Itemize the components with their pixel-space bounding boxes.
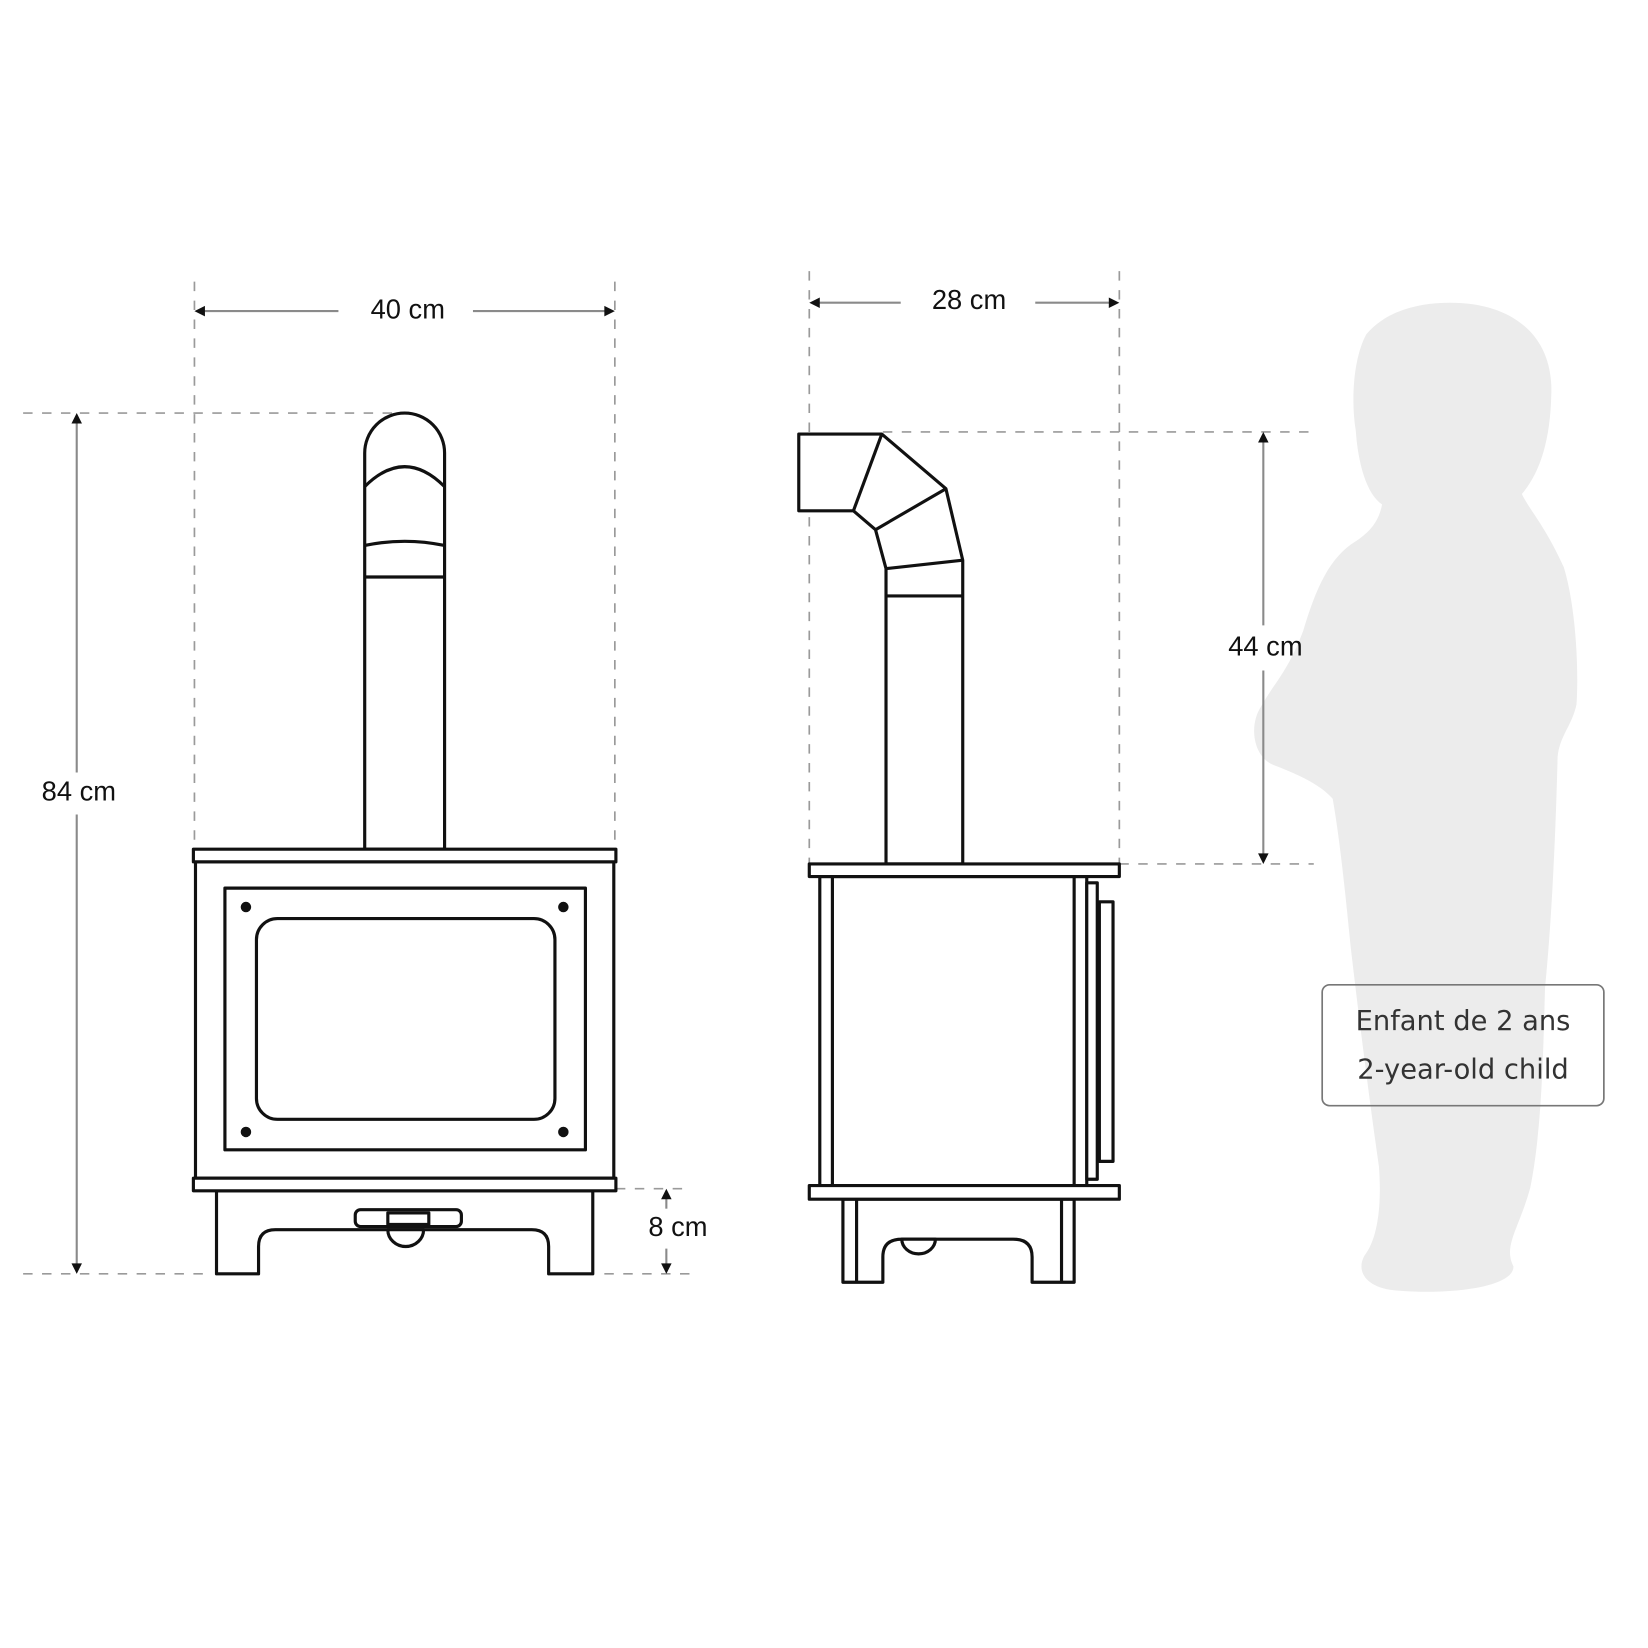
arrow-down-icon <box>71 1263 82 1274</box>
height-label: 84 cm <box>42 776 116 807</box>
side-door <box>1097 900 1115 1163</box>
arrow-up-icon <box>71 413 82 424</box>
arrow-down-icon <box>661 1263 672 1274</box>
top-plate <box>191 847 618 864</box>
knob <box>386 1228 426 1249</box>
arrow-right-icon <box>1108 297 1120 308</box>
height-dimension: 84 cm <box>42 413 116 1274</box>
bolt-icon <box>240 901 252 913</box>
side-view: 28 cm 44 cm <box>797 271 1314 1284</box>
label-french: Enfant de 2 ans <box>1356 1006 1571 1037</box>
bolt-icon <box>558 1126 569 1138</box>
front-view: 40 cm 84 cm 8 cm <box>23 281 708 1276</box>
child-reference-label: Enfant de 2 ans 2-year-old child <box>1321 983 1605 1107</box>
door-window <box>254 917 557 1121</box>
width-dimension: 40 cm <box>194 293 615 324</box>
side-chimney <box>797 432 965 866</box>
handle-grip <box>386 1211 431 1227</box>
arrow-up-icon <box>661 1188 672 1200</box>
bolt-icon <box>240 1126 252 1138</box>
depth-label: 28 cm <box>932 284 1006 315</box>
knob <box>900 1237 937 1256</box>
child-silhouette <box>1254 302 1578 1292</box>
side-legs <box>841 1197 1076 1284</box>
door-edge <box>1085 881 1099 1181</box>
leg-dimension: 8 cm <box>648 1188 708 1274</box>
bottom-plate <box>807 1183 1121 1201</box>
leg-height-label: 8 cm <box>648 1211 707 1242</box>
top-plate <box>807 862 1121 879</box>
label-english: 2-year-old child <box>1357 1054 1568 1085</box>
chimney-dimension: 44 cm <box>1228 431 1303 864</box>
front-chimney <box>363 411 447 851</box>
chimney-height-label: 44 cm <box>1228 631 1302 662</box>
depth-dimension: 28 cm <box>809 284 1120 315</box>
arrow-up-icon <box>1258 431 1269 443</box>
drawer-handle <box>353 1208 463 1229</box>
bolt-icon <box>558 901 569 913</box>
arrow-left-icon <box>809 297 820 308</box>
arrow-down-icon <box>1258 853 1269 864</box>
width-label: 40 cm <box>371 293 445 324</box>
side-body <box>818 874 1089 1188</box>
arrow-left-icon <box>194 305 205 317</box>
arrow-right-icon <box>604 305 615 317</box>
bottom-plate <box>191 1176 618 1193</box>
front-legs <box>214 1189 595 1276</box>
